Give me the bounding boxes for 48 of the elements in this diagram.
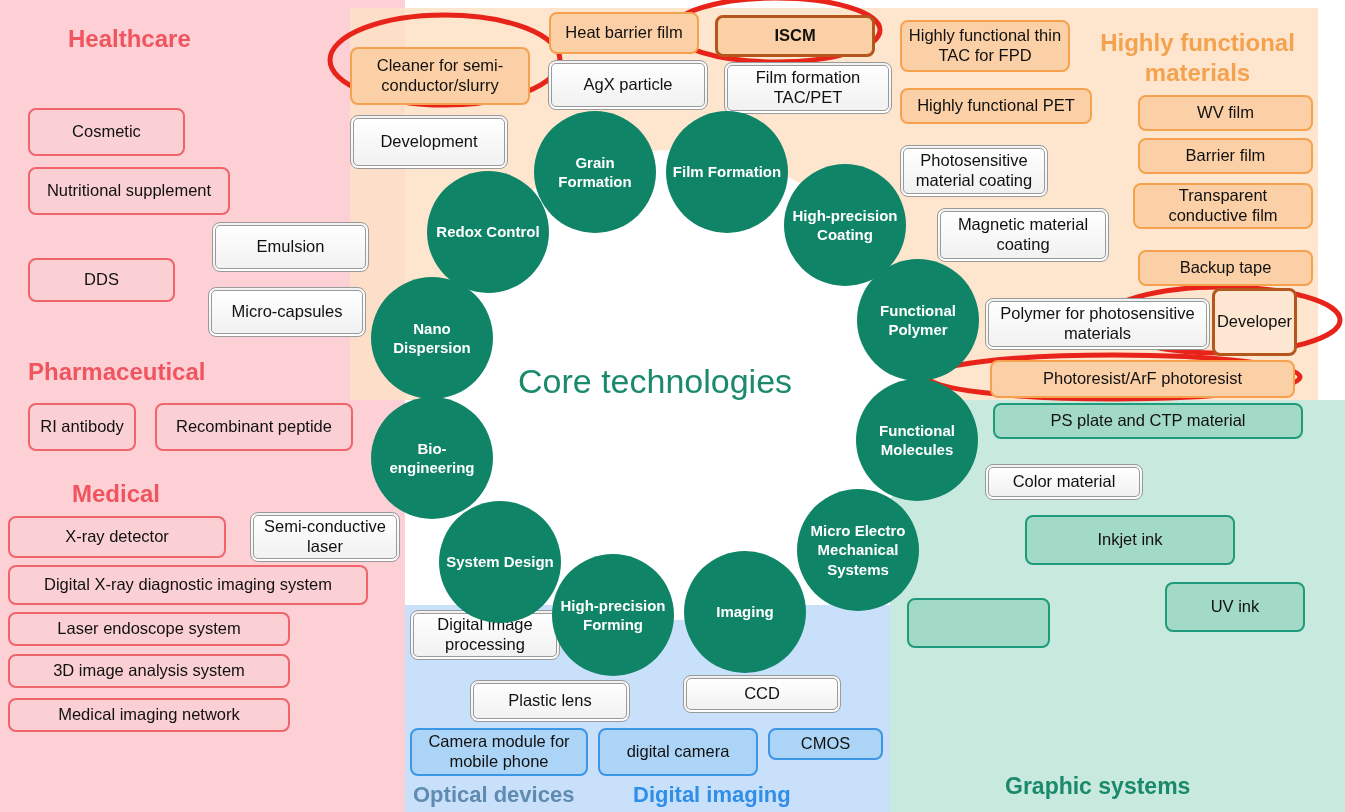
subcategory-heading: Pharmaceutical xyxy=(28,358,206,386)
healthcare-item-box: Medical imaging network xyxy=(8,698,290,732)
healthcare-item-box: 3D image analysis system xyxy=(8,654,290,688)
materials-item-box: Backup tape xyxy=(1138,250,1313,286)
materials-item-box: WV film xyxy=(1138,95,1313,131)
technology-item-box: AgX particle xyxy=(548,60,708,110)
materials-item-box: Developer xyxy=(1212,288,1297,356)
materials-item-box: Highly functional PET xyxy=(900,88,1092,124)
category-heading: Graphic systems xyxy=(1005,773,1191,800)
technology-item-box: Emulsion xyxy=(212,222,369,272)
graphic-item-box: UV ink xyxy=(1165,582,1305,632)
materials-item-box: Barrier film xyxy=(1138,138,1313,174)
healthcare-item-box: Recombinant peptide xyxy=(155,403,353,451)
imaging-item-box: CMOS xyxy=(768,728,883,760)
technology-item-box: Plastic lens xyxy=(470,680,630,722)
imaging-item-box: digital camera xyxy=(598,728,758,776)
healthcare-item-box: Cosmetic xyxy=(28,108,185,156)
subcategory-heading: Medical xyxy=(72,480,161,508)
graphic-item-box: Inkjet ink xyxy=(1025,515,1235,565)
technology-item-box: Film formation TAC/PET xyxy=(724,62,892,114)
technology-item-box: Photosensitive material coating xyxy=(900,145,1048,197)
materials-item-box: ISCM xyxy=(715,15,875,57)
materials-item-box: Highly functional thin TAC for FPD xyxy=(900,20,1070,72)
technology-item-box: CCD xyxy=(683,675,841,713)
category-heading: Highly functional materials xyxy=(1099,28,1296,88)
technology-item-box: Magnetic material coating xyxy=(937,208,1109,262)
materials-item-box: Cleaner for semi-conductor/slurry xyxy=(350,47,530,105)
healthcare-item-box: Laser endoscope system xyxy=(8,612,290,646)
category-heading: Digital imaging xyxy=(633,782,791,808)
center-title: Core technologies xyxy=(518,362,793,401)
technology-item-box: Micro-capsules xyxy=(208,287,366,337)
technology-item-box: Color material xyxy=(985,464,1143,500)
empty-box xyxy=(907,598,1050,648)
healthcare-item-box: RI antibody xyxy=(28,403,136,451)
healthcare-item-box: Nutritional supplement xyxy=(28,167,230,215)
technology-item-box: Semi-conductive laser xyxy=(250,512,400,562)
imaging-item-box: Camera module for mobile phone xyxy=(410,728,588,776)
materials-item-box: Transparent conductive film xyxy=(1133,183,1313,229)
healthcare-item-box: X-ray detector xyxy=(8,516,226,558)
healthcare-item-box: DDS xyxy=(28,258,175,302)
graphic-item-box: PS plate and CTP material xyxy=(993,403,1303,439)
technology-item-box: Polymer for photosensitive materials xyxy=(985,298,1210,350)
category-heading: Healthcare xyxy=(68,25,191,53)
materials-item-box: Heat barrier film xyxy=(549,12,699,54)
materials-item-box: Photoresist/ArF photoresist xyxy=(990,360,1295,398)
category-heading: Optical devices xyxy=(413,782,575,808)
healthcare-item-box: Digital X-ray diagnostic imaging system xyxy=(8,565,368,605)
technology-item-box: Development xyxy=(350,115,508,169)
